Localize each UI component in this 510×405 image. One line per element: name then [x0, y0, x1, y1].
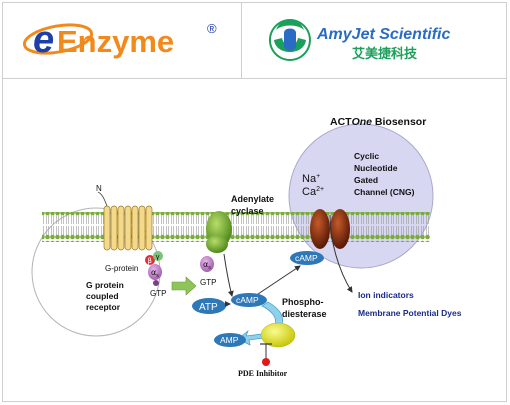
eenzyme-swoosh [22, 23, 94, 55]
amyjet-chinese-name: 艾美捷科技 [352, 46, 418, 62]
beta-subunit [145, 255, 155, 265]
svg-text:diesterase: diesterase [282, 309, 327, 319]
alpha-label-left: αs [151, 268, 159, 279]
camp-mid-pill [231, 293, 267, 307]
cng-channel-left [310, 209, 330, 249]
cell-membrane [42, 212, 430, 242]
eenzyme-wordmark: Enzyme [57, 24, 174, 59]
n-terminus-label: N [96, 184, 102, 193]
svg-text:Cyclic: Cyclic [354, 151, 379, 161]
gamma-label: γ [156, 253, 160, 261]
camp-top-pill [290, 251, 324, 265]
alpha-subunit-left [148, 264, 162, 280]
calcium-ion: Ca2+ [302, 186, 324, 198]
alpha-subunit-right [200, 256, 214, 272]
atp-label: ATP [199, 302, 218, 313]
cyclase-arrow [223, 253, 234, 297]
ion-flux-arrow [329, 214, 353, 293]
camp-mid-label: cAMP [236, 295, 259, 305]
pde-inhibitor-label: PDE Inhibitor [238, 369, 288, 378]
biosensor-diagram: ACTOne Biosensor Cyclic Nucleotide Gated… [31, 116, 462, 378]
figure-frame [2, 2, 507, 402]
svg-text:coupled: coupled [86, 291, 119, 301]
adenylate-cyclase-label: Adenylate cyclase [231, 194, 274, 216]
gtp-label-right: GTP [200, 278, 216, 287]
pde-label: Phospho- diesterase [282, 297, 327, 319]
activation-arrow [171, 276, 197, 296]
diagram-title: ACTOne Biosensor [330, 116, 426, 128]
cng-channel-right [330, 209, 350, 249]
adenylate-cyclase-lower [206, 235, 228, 253]
gpcr-receptor [97, 191, 153, 251]
beta-label: β [148, 257, 152, 265]
sodium-ion: Na+ [302, 173, 320, 185]
gtp-label-left: GTP [150, 289, 166, 298]
membrane-dyes-label: Membrane Potential Dyes [358, 308, 462, 318]
atp-pill [192, 298, 226, 314]
amyjet-emblem-icon [269, 19, 311, 61]
gtp-dot-left [153, 280, 159, 286]
svg-text:Channel (CNG): Channel (CNG) [354, 187, 415, 197]
registered-mark: ® [207, 21, 217, 36]
cng-label: Cyclic Nucleotide Gated Channel (CNG) [354, 151, 415, 197]
svg-text:receptor: receptor [86, 302, 121, 312]
amp-pill [214, 333, 246, 347]
logo-divider [241, 2, 242, 78]
gamma-subunit [153, 251, 163, 261]
g-protein-label: G-protein [105, 264, 138, 273]
svg-text:Nucleotide: Nucleotide [354, 163, 398, 173]
alpha-label-right: αs [203, 260, 211, 271]
eenzyme-logo: e Enzyme ® [22, 19, 217, 61]
svg-text:G protein: G protein [86, 280, 124, 290]
svg-text:Phospho-: Phospho- [282, 297, 324, 307]
inhibitor-dot [262, 358, 270, 366]
ion-indicators-label: Ion indicators [358, 290, 414, 300]
header-divider [2, 78, 507, 79]
svg-text:Gated: Gated [354, 175, 378, 185]
svg-text:cyclase: cyclase [231, 206, 264, 216]
amyjet-name: AmyJet Scientific [316, 26, 450, 43]
amp-label: AMP [220, 335, 239, 345]
camp-top-label: cAMP [295, 253, 318, 263]
phosphodiesterase [260, 322, 296, 348]
gpcr-label: G protein coupled receptor [86, 280, 124, 312]
camp-to-channel-arrow [251, 265, 301, 299]
svg-text:Adenylate: Adenylate [231, 194, 274, 204]
amyjet-logo: AmyJet Scientific 艾美捷科技 [269, 19, 450, 62]
eenzyme-e-letter: e [33, 19, 54, 61]
